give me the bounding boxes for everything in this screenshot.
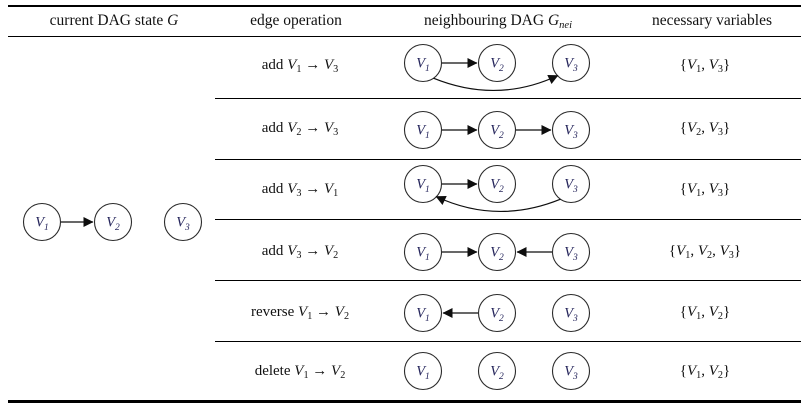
row-separator [215, 159, 801, 160]
dag-node-label: V3 [564, 177, 578, 196]
necessary-variables-label: {V1, V2} [679, 363, 731, 381]
header-necessary-variables: necessary variables [651, 12, 773, 29]
dag-node-label: V1 [416, 56, 430, 75]
dag-node-label: V1 [416, 177, 430, 196]
dag-node-label: V2 [490, 306, 504, 325]
dag-node-label: V2 [490, 364, 504, 383]
dag-svg: V1 V2 V3 [403, 110, 591, 150]
dag-node-v3 [551, 164, 591, 204]
dag-node-label: V3 [564, 245, 578, 264]
dag-node-label: V3 [564, 56, 578, 75]
dag-node-v3 [551, 351, 591, 391]
dag-svg: V1 V2 V3 [403, 293, 591, 333]
header-neighbouring-dag: neighbouring DAG Gnei [423, 12, 573, 31]
dag-node-label: V2 [490, 123, 504, 142]
edge-operation-label: reverse V1 → V2 [250, 304, 350, 322]
dag-svg: V1 V2 V3 [403, 164, 591, 213]
dag-edge [433, 74, 559, 92]
dag-svg: V1 V2 V3 [403, 232, 591, 272]
dag-node-v1 [403, 43, 443, 83]
necessary-variables-label: {V1, V3} [679, 57, 731, 75]
dag-node-label: V1 [416, 306, 430, 325]
dag-node-label: V2 [490, 245, 504, 264]
dag-node-label: V2 [490, 177, 504, 196]
dag-node-v2 [477, 351, 517, 391]
dag-svg: V1 V2 V3 [403, 43, 591, 92]
dag-node-label: V2 [490, 56, 504, 75]
neighbouring-dag-graph: V1 V2 V3 [395, 38, 615, 98]
dag-node-v3 [551, 43, 591, 83]
necessary-variables-label: {V1, V2} [679, 304, 731, 322]
dag-node-v1 [403, 293, 443, 333]
dag-node-label: V1 [416, 245, 430, 264]
dag-node-v2 [477, 164, 517, 204]
dag-node-v1 [403, 351, 443, 391]
edge-operation-label: add V3 → V1 [261, 181, 339, 199]
dag-node-label: V3 [176, 215, 190, 234]
dag-node-v3 [551, 110, 591, 150]
dag-node-label: V3 [564, 306, 578, 325]
neighbouring-dag-graph: V1 V2 V3 [395, 105, 615, 165]
table-bottom-rule [8, 400, 801, 403]
table-top-rule [8, 5, 801, 7]
dag-node-label: V2 [106, 215, 120, 234]
current-dag-graph: V1 V2 V3 [14, 197, 220, 247]
neighbouring-dag-graph: V1 V2 V3 [395, 159, 615, 219]
dag-node-v3 [551, 293, 591, 333]
dag-node-v1 [403, 110, 443, 150]
header-bottom-rule [8, 36, 801, 37]
dag-node-v2 [477, 110, 517, 150]
dag-node-label: V1 [416, 364, 430, 383]
dag-svg: V1 V2 V3 [403, 351, 591, 391]
dag-edge [435, 195, 561, 213]
necessary-variables-label: {V1, V3} [679, 181, 731, 199]
dag-node-v2 [477, 232, 517, 272]
dag-node-v1 [403, 232, 443, 272]
row-separator [215, 219, 801, 220]
edge-operation-label: add V2 → V3 [261, 120, 339, 138]
edge-operation-label: add V1 → V3 [261, 57, 339, 75]
dag-node-v2 [93, 202, 133, 242]
dag-node-v3 [551, 232, 591, 272]
neighbouring-dag-graph: V1 V2 V3 [395, 227, 615, 287]
dag-node-v2 [477, 43, 517, 83]
edge-operation-label: delete V1 → V2 [254, 363, 346, 381]
necessary-variables-label: {V1, V2, V3} [668, 243, 742, 261]
edge-operation-label: add V3 → V2 [261, 243, 339, 261]
header-edge-operation: edge operation [250, 12, 342, 29]
dag-svg: V1 V2 V3 [22, 202, 203, 242]
dag-node-v3 [163, 202, 203, 242]
dag-node-v2 [477, 293, 517, 333]
neighbouring-dag-graph: V1 V2 V3 [395, 288, 615, 348]
dag-node-v1 [403, 164, 443, 204]
row-separator [215, 280, 801, 281]
neighbouring-dag-graph: V1 V2 V3 [395, 346, 615, 406]
row-separator [215, 341, 801, 342]
dag-node-label: V3 [564, 123, 578, 142]
necessary-variables-label: {V2, V3} [679, 120, 731, 138]
dag-node-label: V1 [416, 123, 430, 142]
dag-node-v1 [22, 202, 62, 242]
dag-node-label: V3 [564, 364, 578, 383]
dag-node-label: V1 [35, 215, 49, 234]
header-current-dag-state: current DAG state G [49, 12, 179, 29]
row-separator [215, 98, 801, 99]
